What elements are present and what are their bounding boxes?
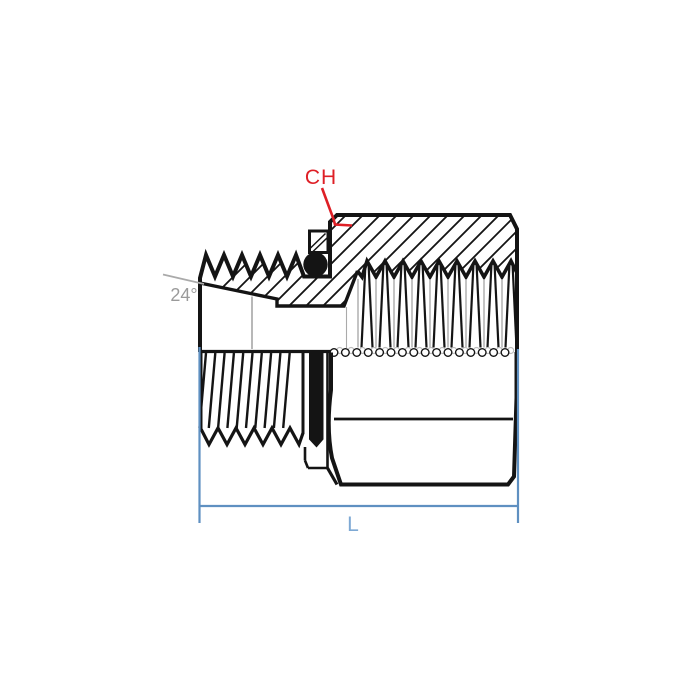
internal-thread-crests — [329, 346, 515, 358]
ch-leader-line — [320, 187, 353, 227]
length-label: L — [347, 513, 359, 536]
backup-washer-hatch — [309, 232, 329, 253]
backup-washer — [308, 229, 330, 254]
angle-leader-line — [162, 273, 205, 285]
chamfer-callout: CH — [305, 166, 353, 227]
cone-angle-label: 24° — [170, 285, 197, 305]
cone-angle-callout: 24° — [162, 273, 205, 305]
female-thread-section — [356, 256, 519, 348]
length-dimension: L — [198, 347, 520, 536]
seal-pack — [303, 229, 330, 277]
chamfer-label: CH — [305, 166, 337, 189]
male-thread-side-view — [198, 351, 339, 486]
o-ring — [303, 252, 328, 277]
hex-body-side-view — [326, 352, 519, 487]
